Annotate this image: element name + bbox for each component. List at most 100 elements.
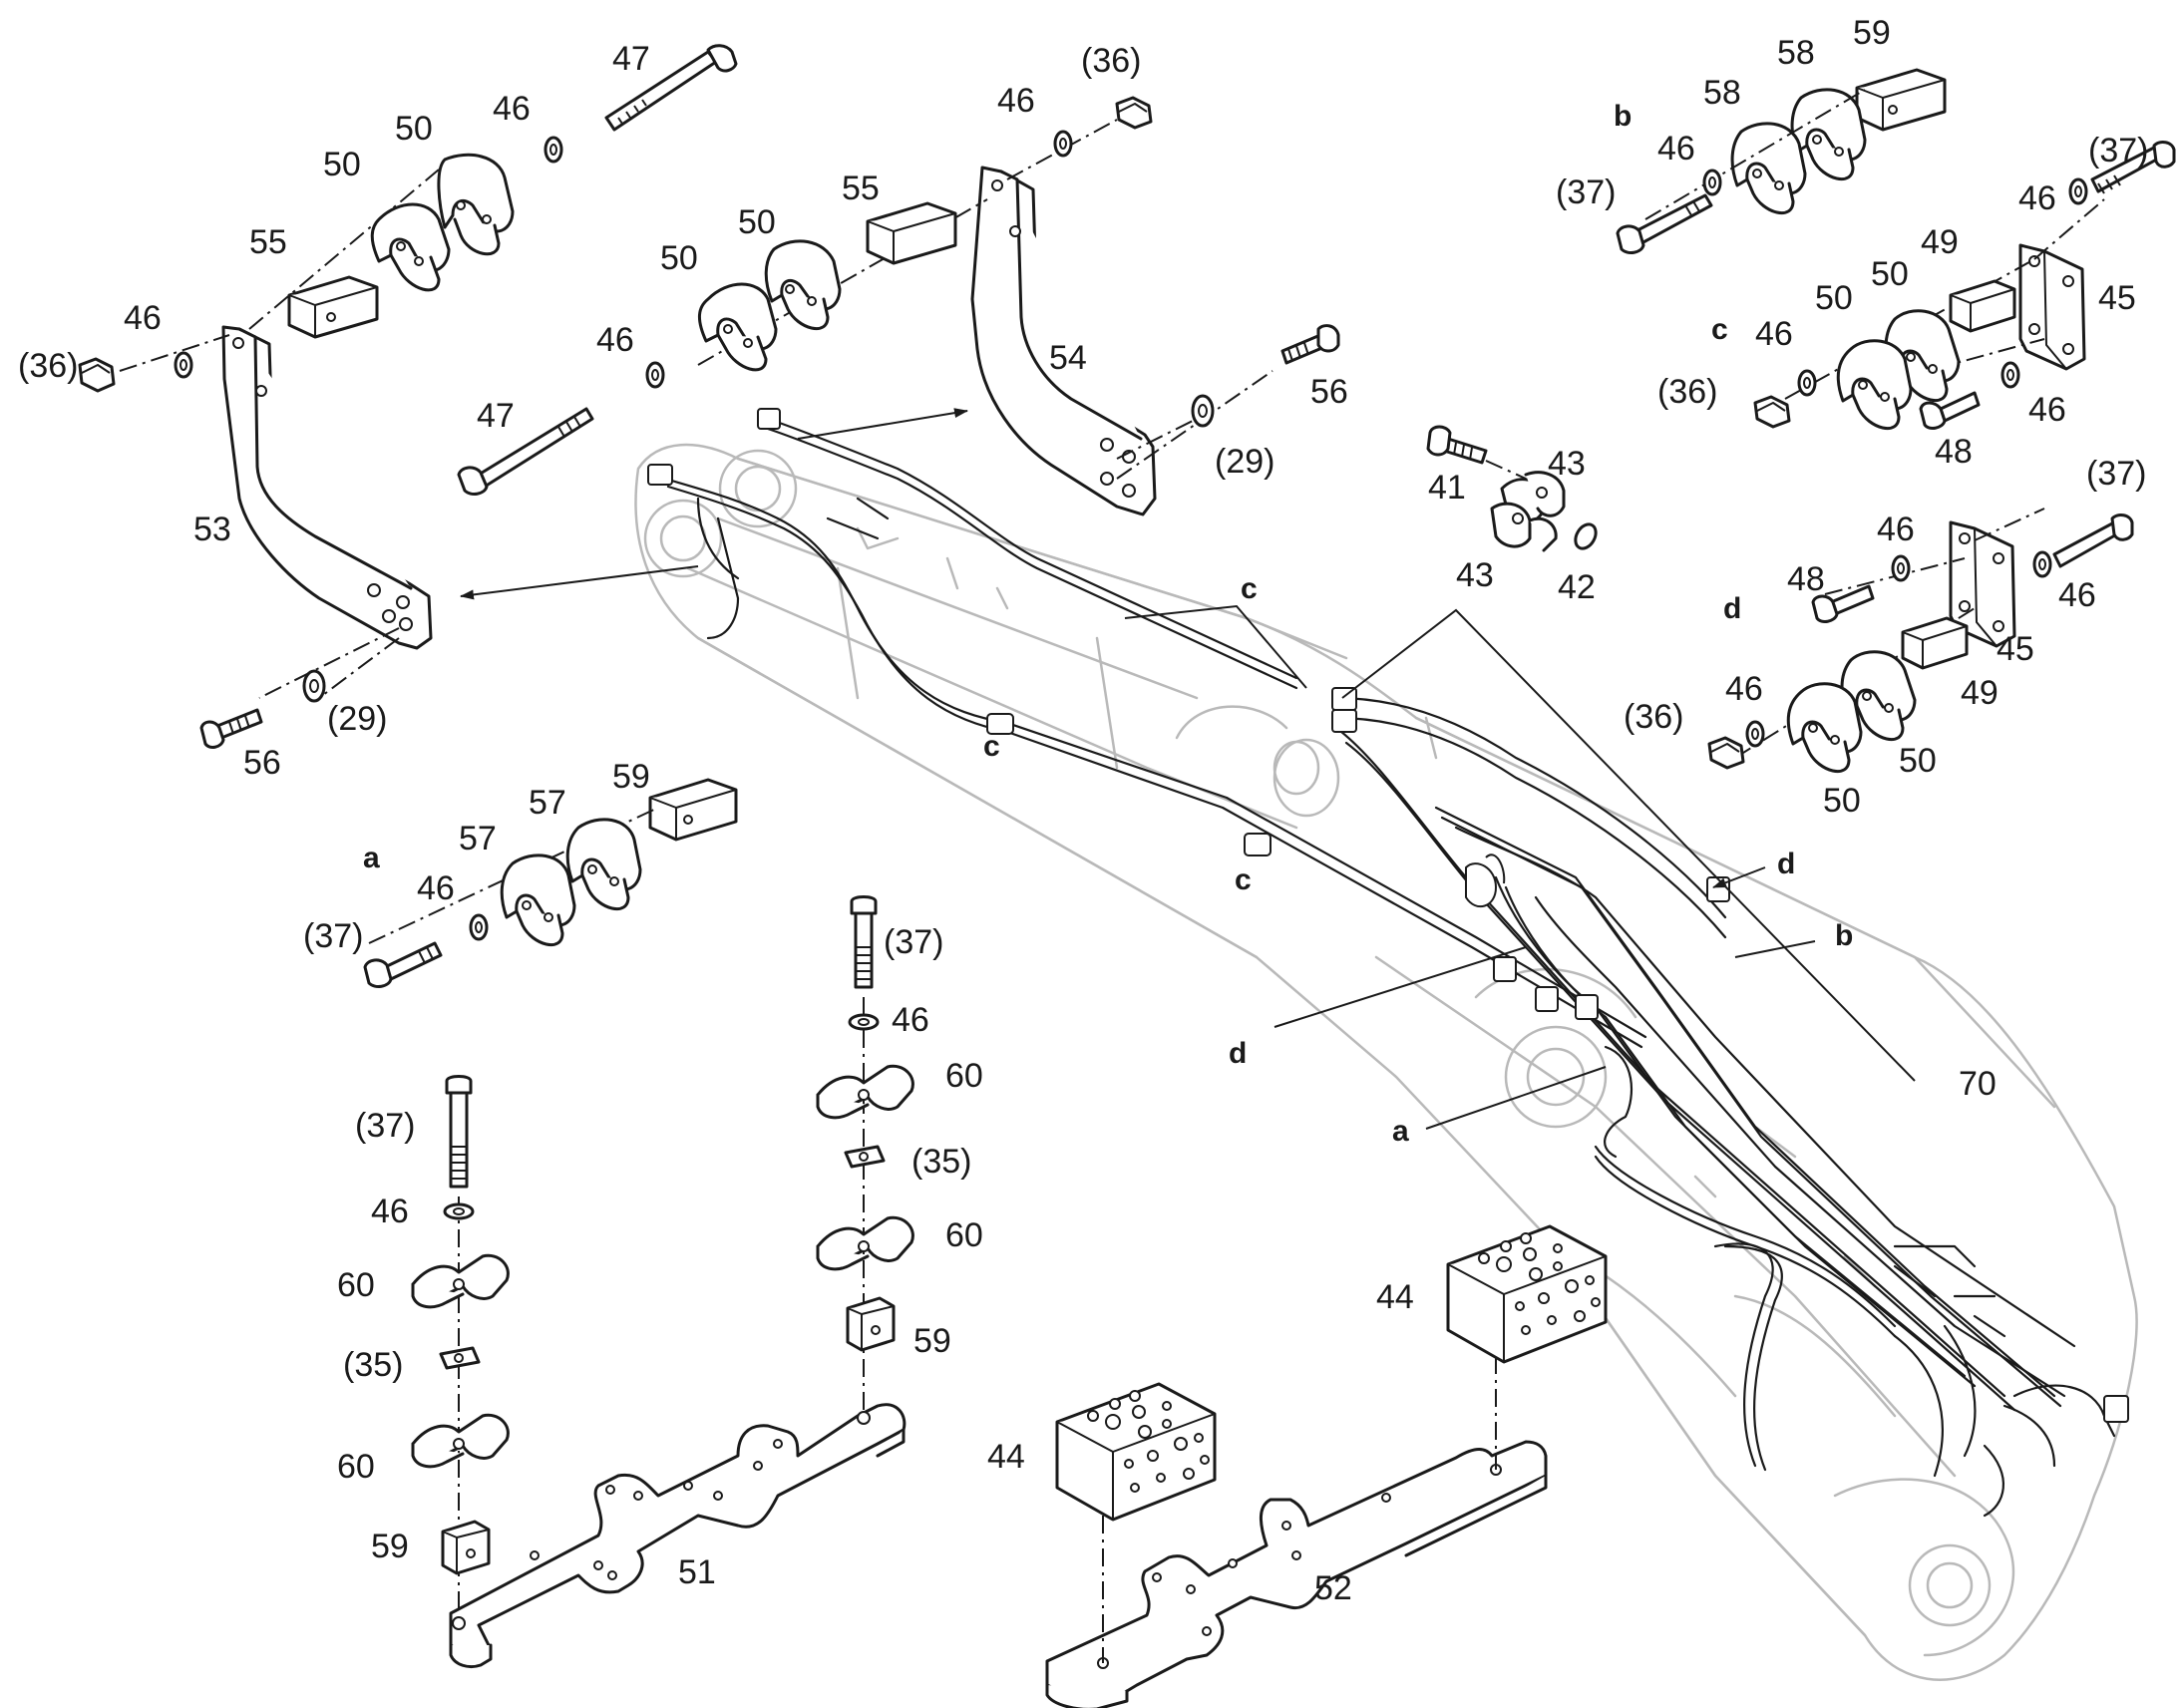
spacer-block-icon xyxy=(866,201,957,265)
label-46: 46 xyxy=(997,82,1035,120)
label-46: 46 xyxy=(596,321,634,359)
label-59: 59 xyxy=(371,1528,409,1565)
label-57: 57 xyxy=(529,784,566,822)
label-46: 46 xyxy=(417,869,455,907)
washer-icon xyxy=(1574,522,1598,550)
label-36: (36) xyxy=(1624,698,1683,736)
detail-41-43-group xyxy=(1426,425,1598,552)
label-70: 70 xyxy=(1959,1065,1997,1103)
detail-letter-b: b xyxy=(1614,100,1632,133)
hydraulic-lines xyxy=(647,408,2129,1518)
label-50: 50 xyxy=(1815,279,1853,317)
label-58: 58 xyxy=(1703,74,1741,112)
stack-left-51 xyxy=(411,1075,510,1635)
label-48: 48 xyxy=(1787,560,1825,598)
label-50: 50 xyxy=(395,110,433,148)
label-54: 54 xyxy=(1049,339,1087,377)
label-45: 45 xyxy=(1997,630,2034,668)
label-58: 58 xyxy=(1777,34,1815,72)
detail-a-group xyxy=(363,778,738,988)
label-36: (36) xyxy=(18,347,78,385)
label-35: (35) xyxy=(911,1143,971,1181)
label-35: (35) xyxy=(343,1346,403,1384)
label-46: 46 xyxy=(1725,670,1763,708)
valve-block-icon xyxy=(1055,1382,1217,1522)
detail-letter-d: d xyxy=(1723,592,1741,625)
spacer-block-icon xyxy=(1855,68,1947,132)
label-51: 51 xyxy=(678,1553,716,1591)
label-46: 46 xyxy=(2028,391,2066,429)
label-47: 47 xyxy=(612,40,650,78)
valve-blocks-44 xyxy=(1055,1224,1608,1522)
detail-d-group xyxy=(1707,508,2134,773)
label-43: 43 xyxy=(1456,556,1494,594)
label-36: (36) xyxy=(1657,373,1717,411)
leader-lines xyxy=(460,408,1916,1130)
label-41: 41 xyxy=(1428,469,1466,507)
label-50: 50 xyxy=(1871,255,1909,293)
bolt-icon xyxy=(449,1091,469,1189)
label-50: 50 xyxy=(660,239,698,277)
label-50: 50 xyxy=(1899,742,1937,780)
callout-letter-c: c xyxy=(1241,572,1258,605)
label-45: 45 xyxy=(2098,279,2136,317)
spacer-block-icon xyxy=(648,778,738,842)
label-36: (36) xyxy=(1081,42,1141,80)
label-56: 56 xyxy=(243,744,281,782)
label-47: 47 xyxy=(477,397,515,435)
bolt-icon xyxy=(1939,391,1981,423)
boom-assembly xyxy=(634,443,2138,1681)
callout-letter-a: a xyxy=(1392,1115,1409,1148)
callout-letter-c: c xyxy=(983,730,1000,763)
label-46: 46 xyxy=(371,1193,409,1230)
bracket-53-group xyxy=(78,44,738,749)
label-50: 50 xyxy=(323,146,361,183)
label-59: 59 xyxy=(612,758,650,796)
label-46: 46 xyxy=(493,90,531,128)
callout-letter-b: b xyxy=(1835,919,1853,952)
nut-icon xyxy=(1707,736,1745,770)
label-55: 55 xyxy=(842,170,880,207)
spacer-block-icon xyxy=(1949,279,2016,333)
label-46: 46 xyxy=(1755,315,1793,353)
bolt-icon xyxy=(383,941,443,981)
label-59: 59 xyxy=(1853,14,1891,52)
callout-letter-d: d xyxy=(1229,1037,1247,1070)
label-48: 48 xyxy=(1935,433,1973,471)
spacer-block-icon xyxy=(441,1520,491,1575)
label-37: (37) xyxy=(303,917,363,955)
label-60: 60 xyxy=(945,1216,983,1254)
label-29: (29) xyxy=(327,700,387,738)
detail-b-group xyxy=(1616,68,1947,254)
bolt-icon xyxy=(2052,520,2122,568)
label-46: 46 xyxy=(2018,179,2056,217)
nut-icon xyxy=(1115,96,1153,130)
label-42: 42 xyxy=(1558,568,1596,606)
mounting-plate-icon xyxy=(449,1403,907,1659)
spacer-block-icon xyxy=(1901,616,1969,670)
label-46: 46 xyxy=(892,1001,929,1039)
label-56: 56 xyxy=(1310,373,1348,411)
label-37: (37) xyxy=(2088,132,2148,170)
spacer-block-icon xyxy=(287,275,379,339)
detail-letter-c: c xyxy=(1711,313,1728,346)
bracket-54-group xyxy=(457,96,1340,516)
label-37: (37) xyxy=(884,923,943,961)
part-labels: 47 50 46 50 55 46 (36) 53 56 (29) 46 (36… xyxy=(18,14,2148,1607)
detail-letter-a: a xyxy=(363,842,380,874)
label-52: 52 xyxy=(1314,1569,1352,1607)
mounting-plate-52 xyxy=(1045,1356,1548,1708)
label-46: 46 xyxy=(124,299,162,337)
label-60: 60 xyxy=(945,1057,983,1095)
label-60: 60 xyxy=(337,1266,375,1304)
valve-block-icon xyxy=(1446,1224,1608,1364)
label-37: (37) xyxy=(355,1107,415,1145)
bolt-icon xyxy=(854,911,874,989)
label-44: 44 xyxy=(987,1438,1025,1476)
label-46: 46 xyxy=(2058,576,2096,614)
label-37: (37) xyxy=(1556,173,1616,211)
nut-icon xyxy=(78,357,116,393)
stack-right-51 xyxy=(816,895,914,1416)
